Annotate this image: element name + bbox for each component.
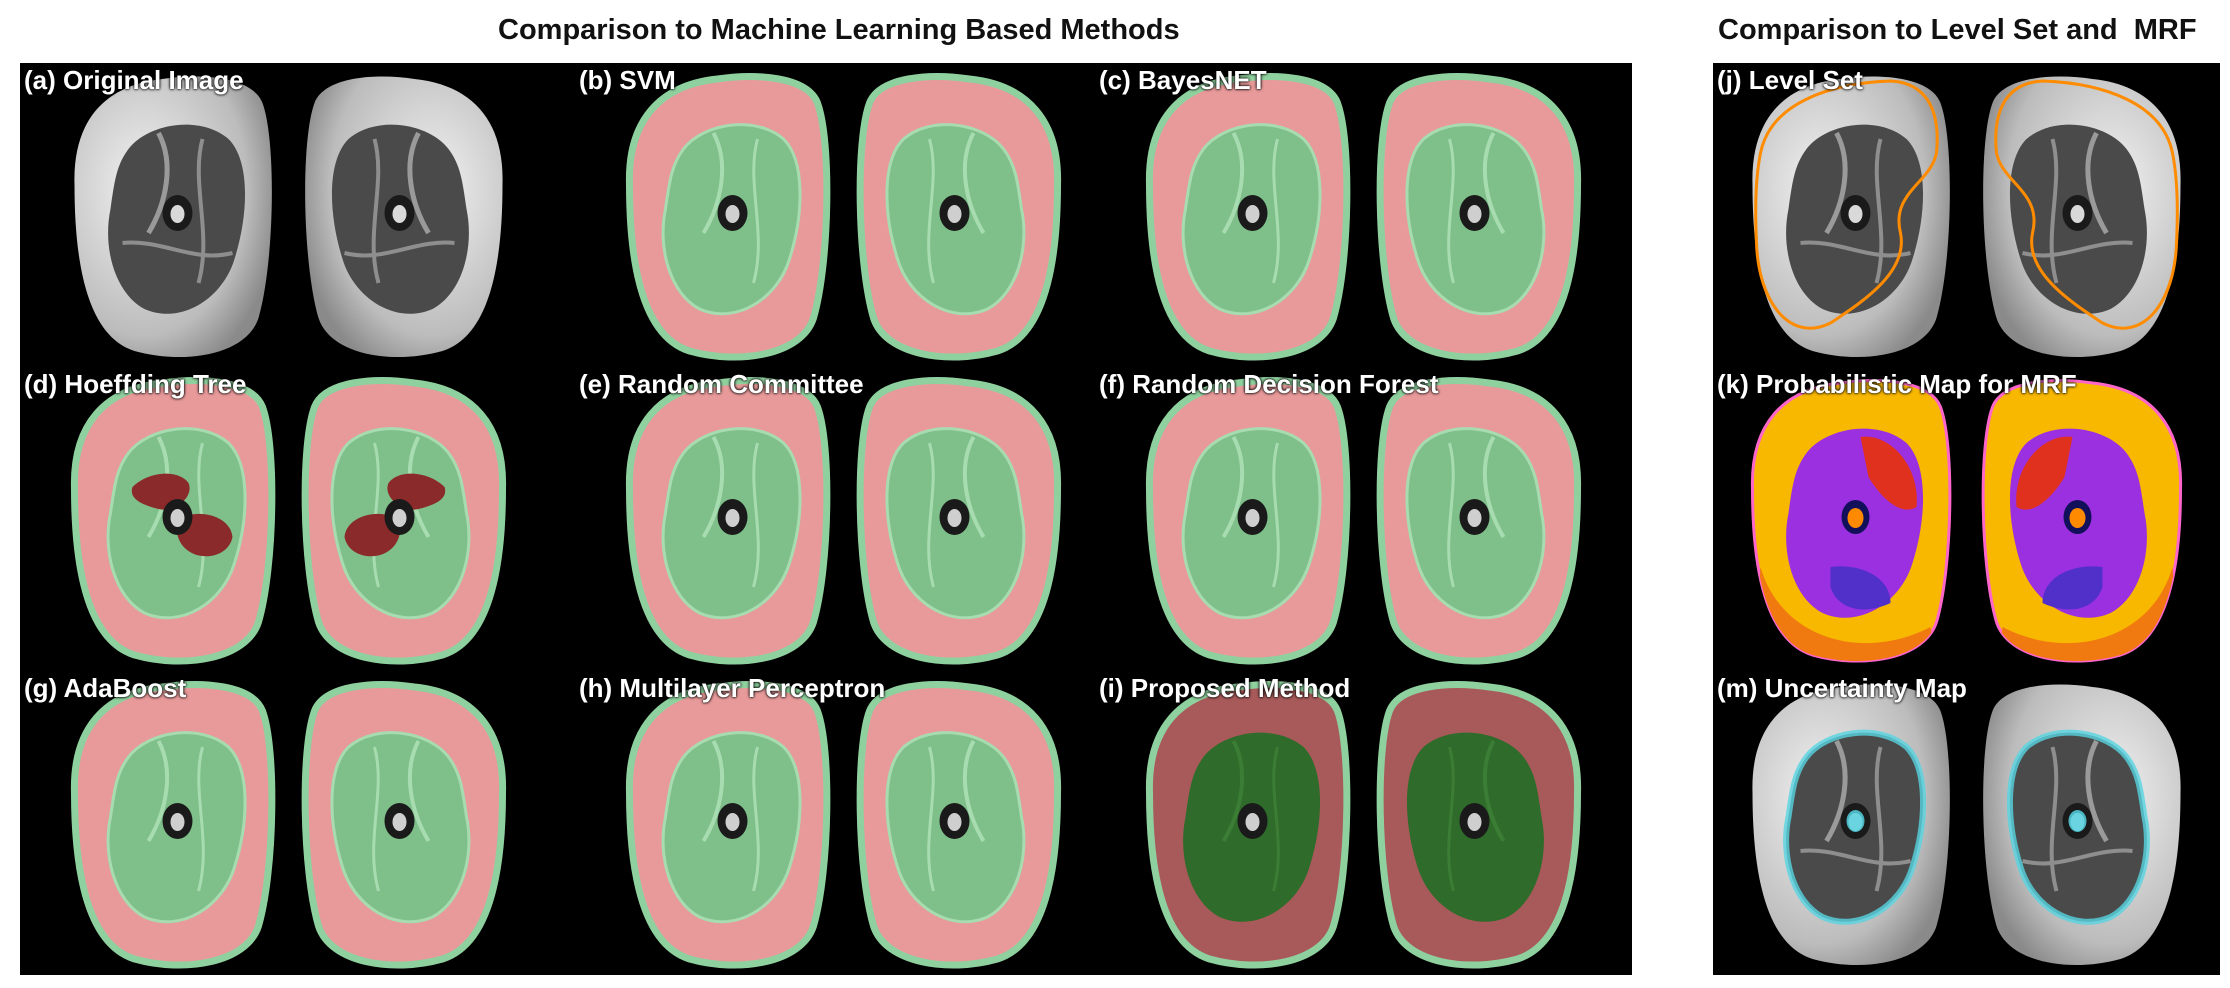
heading-left: Comparison to Machine Learning Based Met… [498,14,1180,46]
thigh-cross-section [301,377,507,665]
panel-label: (e) Random Committee [579,369,864,399]
panel-label: (h) Multilayer Perceptron [579,673,886,703]
thigh-cross-section [625,73,831,361]
panel-hoeffding-tree: (d) Hoeffding Tree [20,367,557,671]
panel-uncertainty-map: (m) Uncertainty Map [1713,671,2220,975]
thigh-cross-section [625,681,831,969]
panel-probabilistic-map-graphic [1713,367,2220,671]
panel-multilayer-perceptron: (h) Multilayer Perceptron [575,671,1112,975]
panel-label: (m) Uncertainty Map [1717,673,1967,703]
panel-bayesnet-graphic [1095,63,1632,367]
panel-random-decision-forest-graphic [1095,367,1632,671]
thigh-cross-section [1376,73,1582,361]
uncertainty-boundary [1783,729,1926,925]
panel-proposed-method: (i) Proposed Method [1095,671,1632,975]
thigh-cross-section [1752,76,1950,358]
panel-label: (b) SVM [579,65,676,95]
panel-proposed-method-graphic [1095,671,1632,975]
thigh-cross-section [1752,684,1950,966]
panel-svm-graphic [575,63,1112,367]
panel-multilayer-perceptron-graphic [575,671,1112,975]
panel-adaboost: (g) AdaBoost [20,671,557,975]
thigh-cross-section [856,681,1062,969]
panel-label: (f) Random Decision Forest [1099,369,1439,399]
panel-original-image-graphic [20,63,557,367]
thigh-cross-section [856,377,1062,665]
thigh-cross-section [1983,76,2181,358]
panel-label: (k) Probabilistic Map for MRF [1717,369,2077,399]
thigh-cross-section [1145,681,1351,969]
panel-label: (a) Original Image [24,65,244,95]
uncertainty-boundary [2007,729,2150,925]
panel-random-decision-forest: (f) Random Decision Forest [1095,367,1632,671]
thigh-cross-section [70,681,276,969]
panel-adaboost-graphic [20,671,557,975]
thigh-cross-section [1750,379,1952,663]
thigh-cross-section [301,681,507,969]
panel-label: (i) Proposed Method [1099,673,1351,703]
thigh-cross-section [1145,73,1351,361]
panel-level-set: (j) Level Set [1713,63,2220,367]
panel-bayesnet: (c) BayesNET [1095,63,1632,367]
panel-label: (j) Level Set [1717,65,1863,95]
panel-uncertainty-map-graphic [1713,671,2220,975]
panel-original-image: (a) Original Image [20,63,557,367]
level-set-contour [1994,79,2179,330]
panel-level-set-graphic [1713,63,2220,367]
thigh-cross-section [1376,377,1582,665]
thigh-cross-section [1981,379,2183,663]
panel-probabilistic-map: (k) Probabilistic Map for MRF [1713,367,2220,671]
panel-label: (c) BayesNET [1099,65,1267,95]
panel-label: (d) Hoeffding Tree [24,369,247,399]
comparison-grid-ml: (a) Original Image (b) SVM (c) BayesNET … [20,63,1632,975]
thigh-cross-section [74,76,272,358]
panel-hoeffding-tree-graphic [20,367,557,671]
level-set-contour [1754,79,1939,330]
thigh-cross-section [305,76,503,358]
panel-svm: (b) SVM [575,63,1112,367]
panel-label: (g) AdaBoost [24,673,187,703]
thigh-cross-section [1376,681,1582,969]
thigh-cross-section [856,73,1062,361]
heading-right: Comparison to Level Set and MRF [1718,14,2197,46]
thigh-cross-section [625,377,831,665]
thigh-cross-section [70,377,276,665]
panel-random-committee-graphic [575,367,1112,671]
panel-random-committee: (e) Random Committee [575,367,1112,671]
thigh-cross-section [1983,684,2181,966]
thigh-cross-section [1145,377,1351,665]
comparison-column-levelset-mrf: (j) Level Set (k) Probabilistic Map for … [1713,63,2220,975]
